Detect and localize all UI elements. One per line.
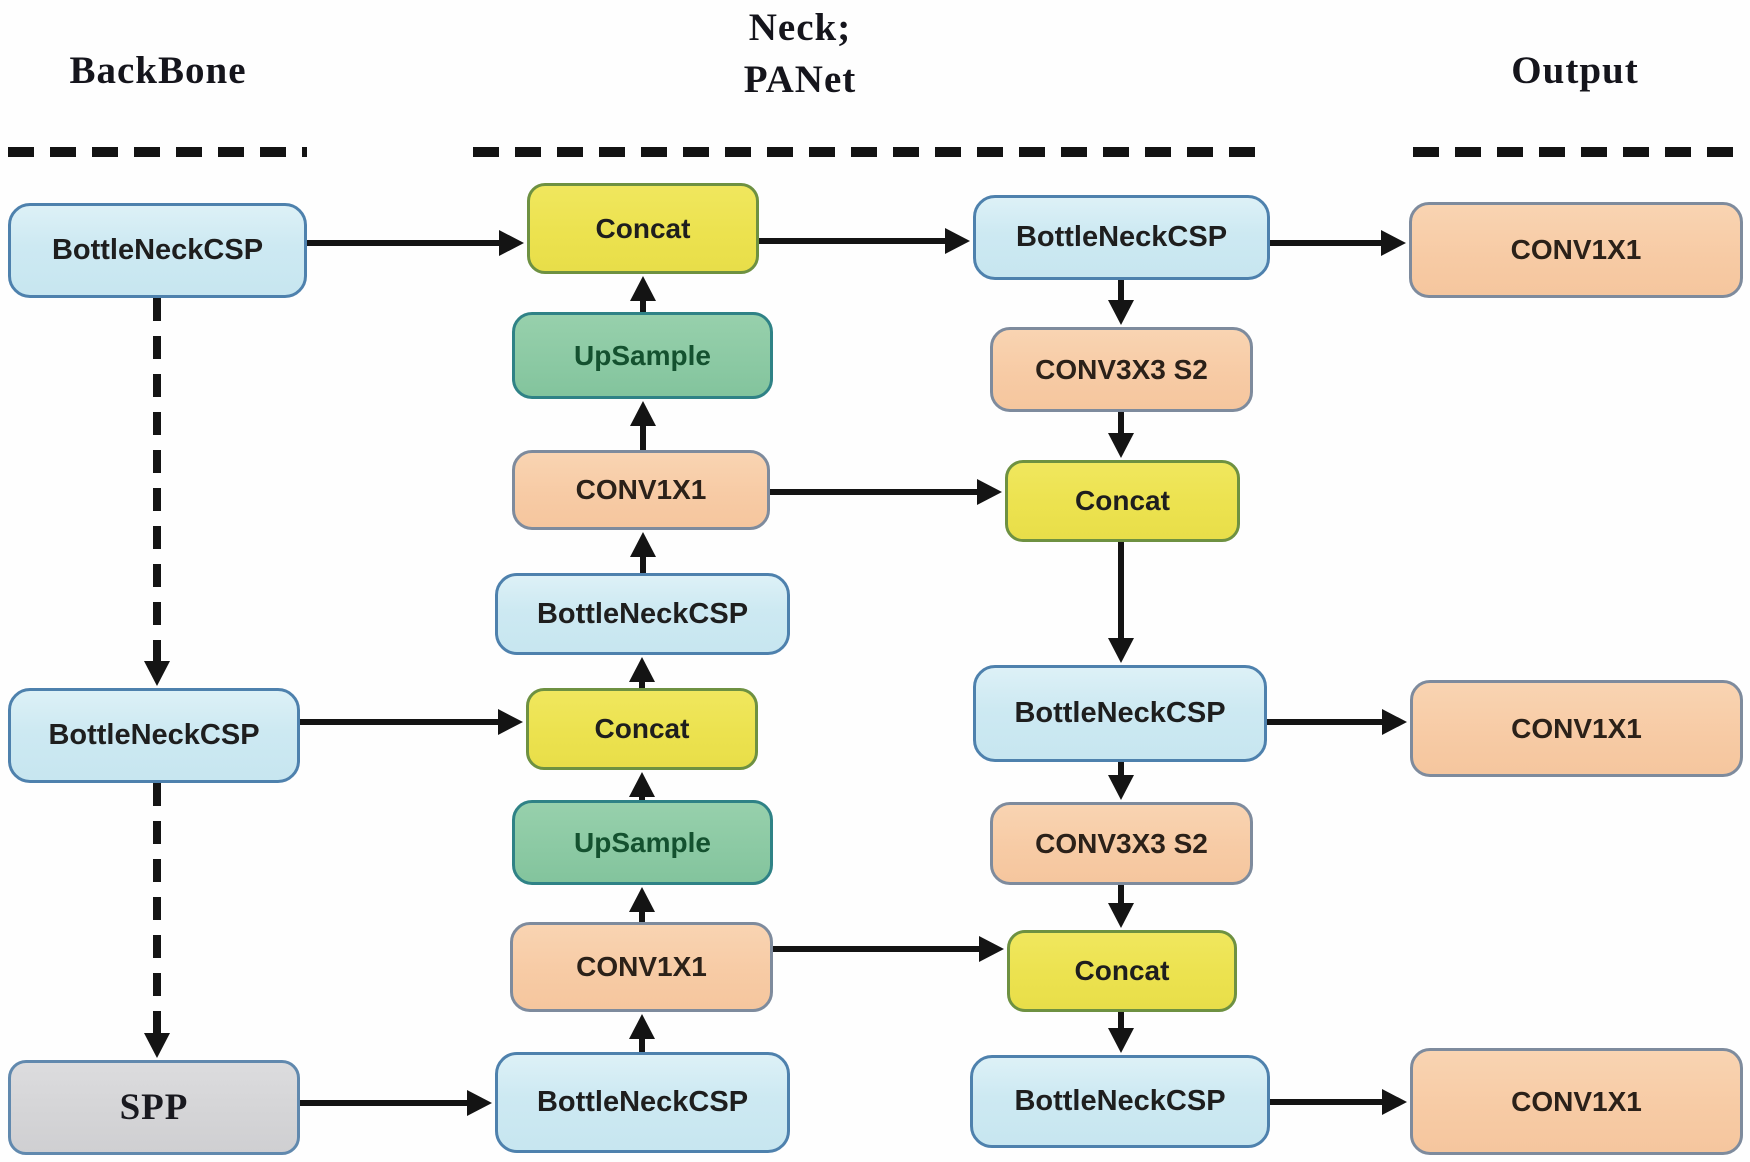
arrow-concat3-to-bottleneckcsp4-line [1118, 542, 1124, 641]
arrow-bottleneckcsp4-to-conv3x3-2-head [1108, 775, 1134, 800]
arrow-concat2-to-bottleneckcspm1-line [639, 679, 645, 688]
arrow-conv3x3-2-to-concat4-line [1118, 885, 1124, 906]
arrow-bottleneckcsp3-to-conv3x3-1-head [1108, 300, 1134, 325]
arrow-spp-to-bottleneckcsp-m2-head [467, 1090, 492, 1116]
arrow-upsample1-to-concat1-line [640, 298, 646, 312]
arrow-conv1x1m2-to-upsample2-head [629, 887, 655, 912]
arrow-conv1x1m1-to-upsample1-line [640, 423, 646, 450]
arrow-conv1x1m1-to-concat3-head [977, 479, 1002, 505]
arrow-spp-to-bottleneckcsp-m2-line [300, 1100, 470, 1106]
arrow-bottleneckcsp3-to-conv1x1o1-line [1270, 240, 1384, 246]
arrow-backbone1-to-backbone2-line [153, 298, 161, 662]
arrow-bottleneckcspm1-to-conv1x1-head [630, 532, 656, 557]
arrow-concat3-to-bottleneckcsp4-head [1108, 638, 1134, 663]
output-conv1x1-1: CONV1X1 [1409, 202, 1743, 298]
arrow-conv1x1m2-to-concat4-line [773, 946, 982, 952]
backbone-divider [8, 147, 307, 157]
output-conv1x1-2: CONV1X1 [1410, 680, 1743, 777]
arrow-backbone2-to-spp-line [153, 783, 161, 1034]
neck-conv1x1-1: CONV1X1 [512, 450, 770, 530]
neck-conv3x3s2-1: CONV3X3 S2 [990, 327, 1253, 412]
arrow-concat2-to-bottleneckcspm1-head [629, 657, 655, 682]
section-title-output: Output [1511, 49, 1639, 92]
neck-concat-1: Concat [527, 183, 759, 274]
arrow-concat4-to-bottleneckcsp5-head [1108, 1028, 1134, 1053]
arrow-conv1x1m2-to-concat4-head [979, 936, 1004, 962]
arrow-bottleneckcspm2-to-conv1x1m2-head [629, 1014, 655, 1039]
arrow-bottleneckcsp4-to-conv3x3-2-line [1118, 762, 1124, 778]
arrow-conv1x1m2-to-upsample2-line [639, 909, 645, 922]
arrow-conv3x3-1-to-concat3-head [1108, 433, 1134, 458]
output-divider [1413, 147, 1742, 157]
backbone-spp: SPP [8, 1060, 300, 1155]
arrow-bottleneckcsp3-to-conv3x3-1-line [1118, 280, 1124, 303]
arrow-backbone1-to-backbone2-head [144, 661, 170, 686]
arrow-upsample2-to-concat2-head [629, 772, 655, 797]
neck-bottleneckcsp-4: BottleNeckCSP [973, 665, 1267, 762]
arrow-upsample1-to-concat1-head [630, 276, 656, 301]
neck-divider [473, 147, 1258, 157]
neck-conv1x1-2: CONV1X1 [510, 922, 773, 1012]
section-title-neck-line1: Neck; [748, 6, 852, 49]
neck-upsample-2: UpSample [512, 800, 773, 885]
arrow-bottleneckcsp4-to-conv1x1o2-line [1267, 719, 1385, 725]
neck-bottleneckcsp-5: BottleNeckCSP [970, 1055, 1270, 1148]
arrow-bottleneckcsp3-to-conv1x1o1-head [1381, 230, 1406, 256]
neck-upsample-1: UpSample [512, 312, 773, 399]
neck-concat-4: Concat [1007, 930, 1237, 1012]
arrow-concat4-to-bottleneckcsp5-line [1118, 1012, 1124, 1031]
arrow-bottleneckcsp1-to-concat1-line [307, 240, 502, 246]
arrow-bottleneckcspm2-to-conv1x1m2-line [639, 1036, 645, 1052]
arrow-conv1x1m1-to-concat3-line [770, 489, 980, 495]
neck-concat-3: Concat [1005, 460, 1240, 542]
section-title-backbone: BackBone [69, 49, 247, 92]
arrow-bottleneckcsp4-to-conv1x1o2-head [1382, 709, 1407, 735]
backbone-bottleneckcsp-2: BottleNeckCSP [8, 688, 300, 783]
arrow-bottleneckcsp2-to-concat2-head [498, 709, 523, 735]
arrow-conv1x1m1-to-upsample1-head [630, 401, 656, 426]
section-title-neck: Neck; PANet [744, 2, 857, 106]
arrow-concat1-to-bottleneckcsp3-head [945, 228, 970, 254]
arrow-bottleneckcsp2-to-concat2-line [300, 719, 501, 725]
arrow-upsample2-to-concat2-line [639, 794, 645, 800]
neck-concat-2: Concat [526, 688, 758, 770]
arrow-bottleneckcsp5-to-conv1x1o3-head [1382, 1089, 1407, 1115]
backbone-bottleneckcsp-1: BottleNeckCSP [8, 203, 307, 298]
arrow-bottleneckcsp5-to-conv1x1o3-line [1270, 1099, 1385, 1105]
neck-conv3x3s2-2: CONV3X3 S2 [990, 802, 1253, 885]
arrow-conv3x3-1-to-concat3-line [1118, 412, 1124, 436]
section-title-neck-line2: PANet [743, 58, 857, 101]
arrow-bottleneckcsp1-to-concat1-head [499, 230, 524, 256]
arrow-concat1-to-bottleneckcsp3-line [759, 238, 948, 244]
neck-bottleneckcsp-3: BottleNeckCSP [973, 195, 1270, 280]
arrow-conv3x3-2-to-concat4-head [1108, 903, 1134, 928]
arrow-backbone2-to-spp-head [144, 1033, 170, 1058]
output-conv1x1-3: CONV1X1 [1410, 1048, 1743, 1155]
neck-bottleneckcsp-1: BottleNeckCSP [495, 573, 790, 655]
neck-bottleneckcsp-2: BottleNeckCSP [495, 1052, 790, 1153]
arrow-bottleneckcspm1-to-conv1x1-line [640, 554, 646, 573]
